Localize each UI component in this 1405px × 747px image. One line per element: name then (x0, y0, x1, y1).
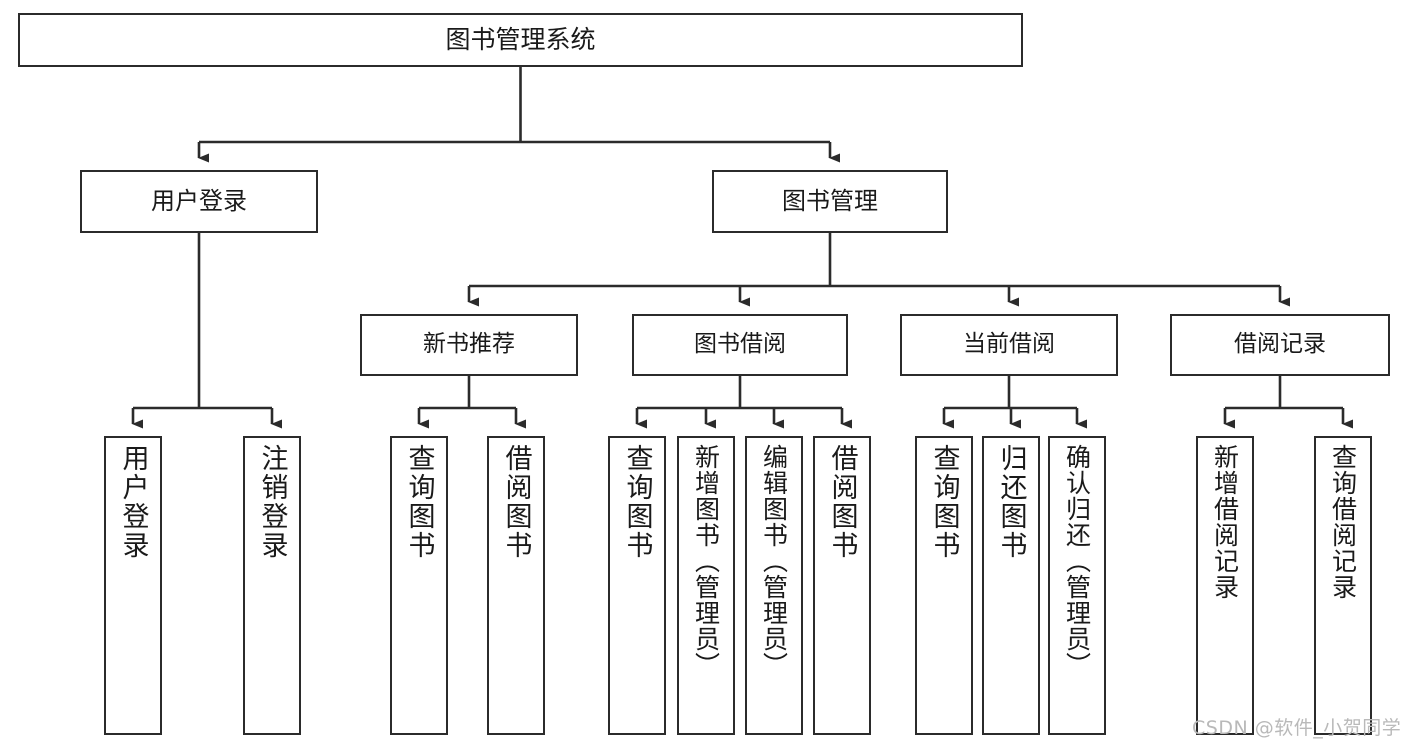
node-leaf-12[interactable]: 新增借阅记录 (1196, 436, 1254, 735)
node-label: 确认归还（管理员） (1062, 444, 1092, 678)
node-leaf-1[interactable]: 用户登录 (104, 436, 162, 735)
node-label: 查询图书 (621, 444, 653, 560)
node-leaf-3[interactable]: 查询图书 (390, 436, 448, 735)
node-label: 新书推荐 (423, 331, 515, 358)
node-login[interactable]: 用户登录 (80, 170, 318, 233)
edge-trunk-login (133, 233, 272, 410)
node-leaf-10[interactable]: 归还图书 (982, 436, 1040, 735)
node-records[interactable]: 借阅记录 (1170, 314, 1390, 376)
node-label: 查询图书 (928, 444, 960, 560)
node-current[interactable]: 当前借阅 (900, 314, 1118, 376)
node-label: 图书管理 (782, 187, 878, 216)
node-root[interactable]: 图书管理系统 (18, 13, 1023, 67)
node-leaf-9[interactable]: 查询图书 (915, 436, 973, 735)
node-borrow[interactable]: 图书借阅 (632, 314, 848, 376)
node-leaf-7[interactable]: 编辑图书（管理员） (745, 436, 803, 735)
node-leaf-5[interactable]: 查询图书 (608, 436, 666, 735)
node-leaf-2[interactable]: 注销登录 (243, 436, 301, 735)
node-label: 借阅图书 (500, 444, 532, 560)
edge-trunk-root (199, 67, 830, 144)
edge-trunk-borrow (637, 376, 842, 410)
node-label: 归还图书 (995, 444, 1027, 560)
node-label: 新增借阅记录 (1210, 444, 1240, 600)
node-label: 查询图书 (403, 444, 435, 560)
node-label: 用户登录 (117, 444, 149, 560)
watermark: CSDN @软件_小贺同学 (1192, 717, 1402, 739)
node-label: 图书借阅 (694, 331, 786, 358)
node-label: 当前借阅 (963, 331, 1055, 358)
node-leaf-13[interactable]: 查询借阅记录 (1314, 436, 1372, 735)
node-label: 新增图书（管理员） (691, 444, 721, 678)
edge-trunk-bookmgmt (469, 233, 1280, 288)
node-label: 编辑图书（管理员） (759, 444, 789, 678)
node-leaf-11[interactable]: 确认归还（管理员） (1048, 436, 1106, 735)
node-label: 图书管理系统 (445, 25, 596, 55)
edge-trunk-newbooks (419, 376, 516, 410)
node-leaf-8[interactable]: 借阅图书 (813, 436, 871, 735)
node-label: 注销登录 (256, 444, 288, 560)
edge-trunk-current (944, 376, 1077, 410)
node-leaf-6[interactable]: 新增图书（管理员） (677, 436, 735, 735)
node-newbooks[interactable]: 新书推荐 (360, 314, 578, 376)
edge-trunk-records (1225, 376, 1343, 410)
node-label: 查询借阅记录 (1328, 444, 1358, 600)
node-label: 借阅记录 (1234, 331, 1326, 358)
node-bookmgmt[interactable]: 图书管理 (712, 170, 948, 233)
node-label: 借阅图书 (826, 444, 858, 560)
node-leaf-4[interactable]: 借阅图书 (487, 436, 545, 735)
node-label: 用户登录 (151, 187, 247, 216)
